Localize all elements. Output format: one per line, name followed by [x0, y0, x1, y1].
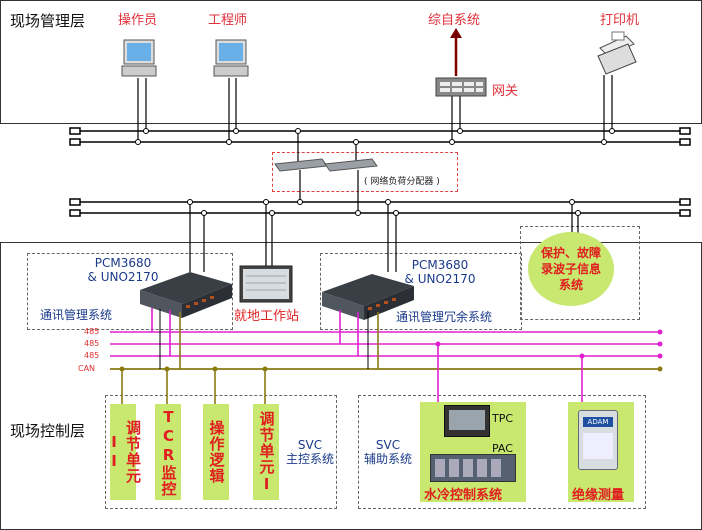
- bus-label-485-2: 485: [84, 339, 100, 348]
- control-layer-label: 现场控制层: [10, 422, 86, 440]
- svc-aux-label: SVC 辅助系统: [363, 438, 412, 466]
- pac-label: PAC: [492, 442, 513, 455]
- comm-system-box: [27, 253, 233, 330]
- protection-system-label: 保护、故障 录波子信息 系统: [540, 246, 601, 292]
- rs485-buses: [110, 331, 660, 357]
- load-balancer-device: [274, 158, 378, 172]
- engineer-label: 工程师: [208, 13, 248, 28]
- load-balancer-box: [272, 152, 458, 192]
- management-layer-frame: [0, 0, 702, 124]
- local-workstation-label: 就地工作站: [234, 309, 300, 324]
- svc-unit-regulator-2: 调节单元II: [105, 404, 142, 500]
- protection-system-node: 保护、故障 录波子信息 系统: [528, 232, 614, 306]
- comm-redundant-box: [320, 253, 522, 330]
- pac-rack-icon: [430, 454, 516, 482]
- printer-icon: [597, 31, 637, 75]
- svc-unit-operation-logic: 操作逻辑: [203, 404, 229, 500]
- tpc-panel-icon: [444, 405, 490, 437]
- comm-left-label: 通讯管理系统: [40, 308, 113, 322]
- middle-network-bus: [69, 198, 691, 217]
- svc-unit-regulator-1: 调节单元I: [253, 404, 279, 500]
- svc-aux-box: [358, 395, 646, 509]
- comm-right-label: 通讯管理冗余系统: [396, 310, 493, 324]
- cooling-control-label: 水冷控制系统: [424, 488, 503, 503]
- comm-device-left-icon: [140, 272, 232, 318]
- operator-pc-icon: [121, 39, 157, 77]
- integrated-system-label: 综自系统: [428, 13, 481, 28]
- comm-left-model: PCM3680 & UNO2170: [87, 256, 159, 284]
- bus-label-485-3: 485: [84, 351, 100, 360]
- bus-label-can: CAN: [78, 364, 96, 373]
- local-workstation-icon: [239, 265, 293, 303]
- gateway-label: 网关: [492, 84, 519, 99]
- svc-unit-tcr-monitor: TCR监控: [155, 404, 181, 500]
- upward-arrow-icon: [450, 28, 462, 76]
- load-balancer-label: ( 网络负荷分配器 ): [364, 177, 440, 187]
- printer-label: 打印机: [600, 13, 640, 28]
- adam-logo: ADAM: [583, 417, 613, 427]
- bus-label-485-1: 485: [84, 327, 100, 336]
- adam-module-icon: ADAM: [578, 410, 618, 470]
- top-network-bus: [69, 127, 691, 146]
- tpc-label: TPC: [492, 412, 514, 425]
- gateway-device-icon: [435, 77, 487, 97]
- engineer-pc-icon: [213, 39, 249, 77]
- svc-main-label: SVC 主控系统: [285, 438, 334, 466]
- insulation-measure-label: 绝缘测量: [572, 488, 625, 503]
- management-layer-label: 现场管理层: [10, 12, 86, 30]
- comm-device-right-icon: [322, 274, 414, 320]
- operator-label: 操作员: [118, 13, 158, 28]
- comm-right-model: PCM3680 & UNO2170: [404, 258, 476, 286]
- svc-main-box: [105, 395, 337, 509]
- protection-box: [520, 226, 640, 320]
